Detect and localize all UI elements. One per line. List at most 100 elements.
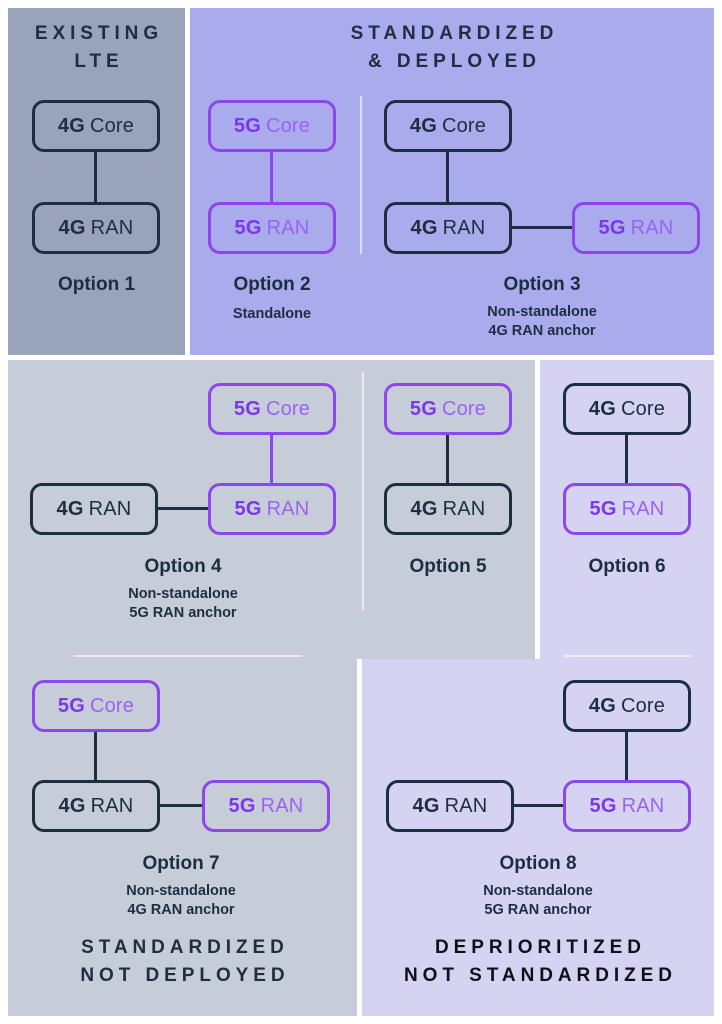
opt3-label: Option 3 [503,274,581,295]
opt7-5g-core-box: 5G Core [32,680,160,732]
title-line: EXISTING [34,23,164,44]
panel-deprioritized [362,659,714,1016]
box-label-word: Core [441,397,487,420]
title-line: DEPRIORITIZED [434,937,646,958]
opt3-4g-ran-box: 4G RAN [384,202,512,254]
opt2-note: Standalone [232,306,312,322]
opt4-4g-ran-box: 4G RAN [30,483,158,535]
opt4-5g-ran-box: 5G RAN [208,483,336,535]
title-line: LTE [74,51,124,72]
opt7-note1: Non-standalone [126,883,236,899]
separator-opt4-opt5 [362,372,364,610]
box-label-word: RAN [442,497,486,520]
title-line: STANDARDIZED [81,937,289,958]
box-label-prefix: 4G [57,114,85,137]
box-label-prefix: 4G [412,794,440,817]
panel-option6 [540,360,714,659]
box-label-word: RAN [88,497,132,520]
section-title-standardized-not-deployed: STANDARDIZED NOT DEPLOYED [8,934,357,990]
box-label-word: Core [441,114,487,137]
box-label-word: Core [265,397,311,420]
opt6-connector [625,435,628,483]
opt8-label: Option 8 [499,853,577,874]
opt3-note2: 4G RAN anchor [488,323,596,339]
title-line: STANDARDIZED [350,23,559,44]
opt5-connector [446,435,449,483]
opt5-4g-ran-box: 4G RAN [384,483,512,535]
box-label-word: Core [265,114,311,137]
opt4-connector-vertical [270,435,273,483]
opt8-note2: 5G RAN anchor [484,902,592,918]
box-label-word: Core [89,694,135,717]
box-label-word: RAN [621,497,665,520]
opt2-connector [270,152,273,202]
opt6-label: Option 6 [588,556,666,577]
separator-opt2-opt3 [360,96,362,254]
opt5-5g-core-box: 5G Core [384,383,512,435]
opt4-label: Option 4 [144,556,222,577]
box-label-word: RAN [444,794,488,817]
opt3-connector-horizontal [512,226,572,229]
box-label-prefix: 4G [588,694,616,717]
opt8-4g-ran-box: 4G RAN [386,780,514,832]
panel-standardized-deployed [190,8,714,355]
box-label-prefix: 4G [58,216,86,239]
opt4-note2: 5G RAN anchor [129,605,237,621]
separator-above-opt8 [564,655,691,657]
opt3-4g-core-box: 4G Core [384,100,512,152]
box-label-prefix: 4G [588,397,616,420]
box-label-word: RAN [266,497,310,520]
box-label-word: Core [620,694,666,717]
box-label-word: RAN [266,216,310,239]
box-label-prefix: 4G [58,794,86,817]
separator-above-opt7 [74,655,302,657]
box-label-word: RAN [90,216,134,239]
title-line: & DEPLOYED [368,51,541,72]
opt5-label: Option 5 [409,556,487,577]
box-label-prefix: 4G [410,216,438,239]
opt7-connector-vertical [94,732,97,780]
box-label-prefix: 5G [589,497,617,520]
box-label-prefix: 4G [56,497,84,520]
box-label-prefix: 5G [589,794,617,817]
opt2-5g-ran-box: 5G RAN [208,202,336,254]
opt8-5g-ran-box: 5G RAN [563,780,691,832]
opt8-connector-vertical [625,732,628,780]
box-label-prefix: 5G [598,216,626,239]
opt4-5g-core-box: 5G Core [208,383,336,435]
opt4-connector-horizontal [158,507,208,510]
opt1-connector [94,152,97,202]
opt7-4g-ran-box: 4G RAN [32,780,160,832]
opt1-4g-ran-box: 4G RAN [32,202,160,254]
section-title-existing-lte: EXISTING LTE [8,20,185,76]
opt3-5g-ran-box: 5G RAN [572,202,700,254]
section-title-standardized-deployed: STANDARDIZED & DEPLOYED [190,20,714,76]
opt7-5g-ran-box: 5G RAN [202,780,330,832]
opt8-connector-horizontal [514,804,563,807]
opt1-label: Option 1 [57,274,136,295]
opt8-4g-core-box: 4G Core [563,680,691,732]
box-label-word: Core [620,397,666,420]
opt7-connector-horizontal [160,804,202,807]
box-label-word: RAN [442,216,486,239]
opt4-note1: Non-standalone [128,586,238,602]
opt1-4g-core-box: 4G Core [32,100,160,152]
box-label-prefix: 5G [233,397,261,420]
opt7-label: Option 7 [142,853,220,874]
box-label-prefix: 5G [409,397,437,420]
box-label-word: Core [89,114,135,137]
opt7-note2: 4G RAN anchor [127,902,235,918]
opt8-note1: Non-standalone [483,883,593,899]
section-title-deprioritized: DEPRIORITIZED NOT STANDARDIZED [362,934,714,990]
opt6-4g-core-box: 4G Core [563,383,691,435]
box-label-prefix: 5G [234,216,262,239]
opt6-5g-ran-box: 5G RAN [563,483,691,535]
opt3-note1: Non-standalone [487,304,597,320]
panel-standardized-not-deployed [8,659,357,1016]
box-label-prefix: 4G [410,497,438,520]
box-label-prefix: 5G [57,694,85,717]
box-label-prefix: 4G [409,114,437,137]
box-label-word: RAN [621,794,665,817]
opt3-connector-vertical [446,152,449,202]
